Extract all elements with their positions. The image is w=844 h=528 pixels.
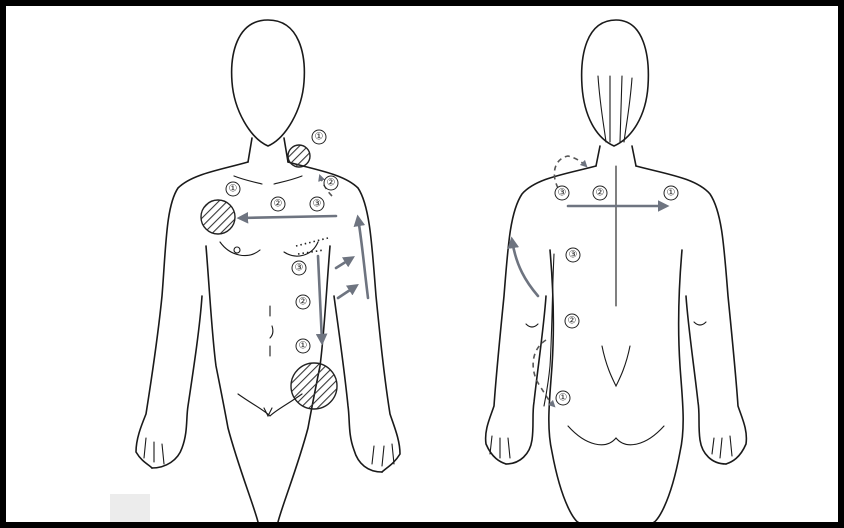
svg-text:①: ① bbox=[315, 132, 324, 143]
hatched-region-groin bbox=[291, 363, 337, 409]
svg-text:③: ③ bbox=[558, 188, 567, 199]
marker-2-back-flank: ② bbox=[565, 314, 579, 328]
svg-text:①: ① bbox=[667, 188, 676, 199]
marker-3-back-shoulder: ③ bbox=[555, 186, 569, 200]
front-body-outline bbox=[136, 20, 400, 522]
marker-1-groin: ① bbox=[296, 339, 310, 353]
svg-text:③: ③ bbox=[313, 199, 322, 210]
marker-1-neck: ① bbox=[312, 130, 326, 144]
front-dotted-marks bbox=[296, 238, 328, 254]
back-arrows bbox=[512, 156, 666, 406]
svg-text:①: ① bbox=[229, 184, 238, 195]
body-diagram: ① ② ③ ② ① ③ ② ① ③ ② ① ③ bbox=[6, 6, 838, 522]
front-arrows bbox=[240, 176, 368, 342]
svg-text:②: ② bbox=[299, 297, 308, 308]
marker-2-chest: ② bbox=[271, 197, 285, 211]
scan-artifact bbox=[110, 494, 150, 522]
svg-text:②: ② bbox=[596, 188, 605, 199]
hatched-region-neck bbox=[288, 145, 310, 167]
svg-text:②: ② bbox=[327, 178, 336, 189]
svg-text:①: ① bbox=[299, 341, 308, 352]
marker-2-back-shoulder: ② bbox=[593, 186, 607, 200]
illustration-panel: ① ② ③ ② ① ③ ② ① ③ ② ① ③ bbox=[6, 6, 838, 522]
marker-3-collar: ③ bbox=[310, 197, 324, 211]
marker-1-back-shoulder: ① bbox=[664, 186, 678, 200]
svg-text:①: ① bbox=[559, 393, 568, 404]
svg-text:③: ③ bbox=[295, 263, 304, 274]
marker-2-neck-arrow: ② bbox=[324, 176, 338, 190]
hatched-region-axilla bbox=[201, 200, 235, 234]
marker-1-back-hip: ① bbox=[556, 391, 570, 405]
marker-3-flank: ③ bbox=[292, 261, 306, 275]
marker-3-back-flank: ③ bbox=[566, 248, 580, 262]
marker-2-abdomen: ② bbox=[296, 295, 310, 309]
svg-text:②: ② bbox=[568, 316, 577, 327]
marker-1-axilla: ① bbox=[226, 182, 240, 196]
svg-text:③: ③ bbox=[569, 250, 578, 261]
back-body-outline bbox=[486, 20, 747, 522]
svg-text:②: ② bbox=[274, 199, 283, 210]
